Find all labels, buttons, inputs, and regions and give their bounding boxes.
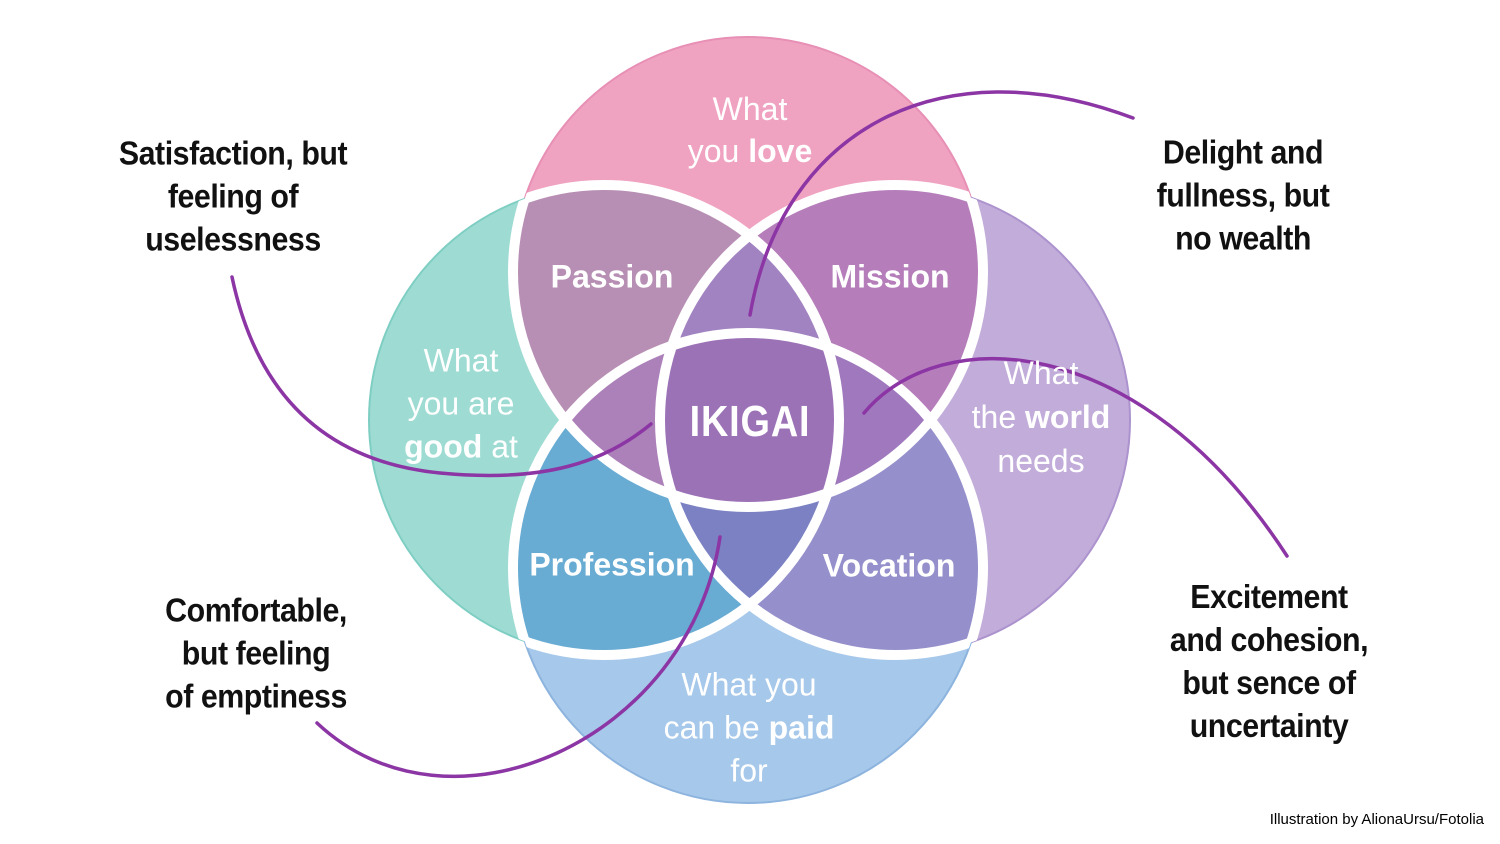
curve-delight-to-top-wedge bbox=[748, 90, 1135, 317]
separator-left-circle bbox=[513, 180, 844, 660]
wedge-bottom bbox=[660, 333, 839, 655]
separator-top-circle bbox=[508, 185, 988, 512]
curve-comfortable-to-bottom-wedge bbox=[315, 535, 722, 778]
curve-excitement-to-right-wedge bbox=[862, 357, 1289, 558]
separator-right-circle bbox=[655, 180, 983, 660]
wedge-right bbox=[660, 333, 983, 507]
separator-bottom-circle bbox=[508, 328, 988, 655]
wedge-top bbox=[660, 185, 839, 507]
wedge-left bbox=[513, 333, 839, 507]
curve-satisfaction-to-left-wedge bbox=[230, 275, 653, 478]
